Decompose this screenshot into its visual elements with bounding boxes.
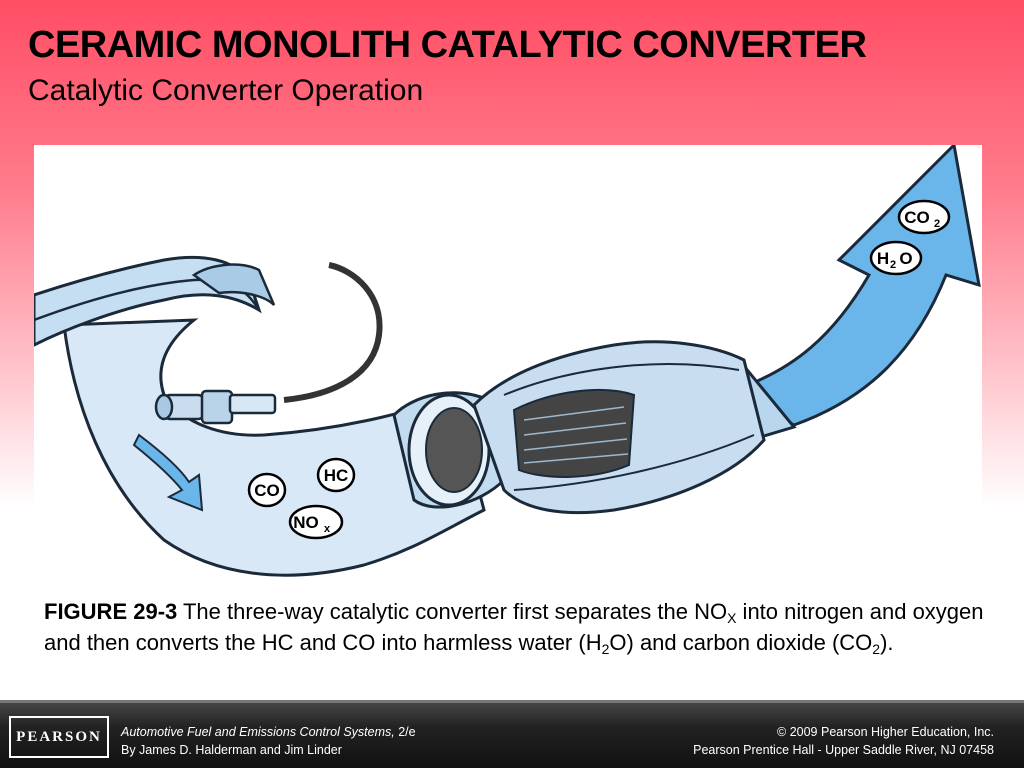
oxygen-sensor-wire	[283, 262, 383, 403]
caption-sub-2a: 2	[601, 641, 610, 657]
caption-text-3: O) and carbon dioxide (CO	[609, 630, 873, 655]
nox-molecule-label: NO x	[288, 504, 344, 540]
figure-caption: FIGURE 29-3 The three-way catalytic conv…	[44, 596, 994, 658]
h2o-molecule-label: H 2 O	[869, 240, 923, 276]
caption-text-2: into nitrogen and oxygen and then conver…	[44, 599, 984, 655]
footer-publisher: Pearson Prentice Hall - Upper Saddle Riv…	[693, 743, 994, 757]
manifold-top-ring	[191, 263, 276, 306]
catalytic-converter-illustration: CO HC NO x CO 2 H 2 O	[34, 145, 982, 585]
monolith-cutaway	[512, 389, 636, 478]
footer-book-info: Automotive Fuel and Emissions Control Sy…	[121, 723, 416, 759]
slide-title: CERAMIC MONOLITH CATALYTIC CONVERTER	[28, 24, 867, 66]
caption-text-1: The three-way catalytic converter first …	[177, 599, 728, 624]
hc-molecule-label: HC	[316, 457, 356, 493]
caption-sub-x: X	[727, 610, 737, 626]
oxygen-sensor	[154, 389, 277, 425]
footer-edition: 2/e	[394, 725, 416, 739]
svg-text:CO: CO	[904, 208, 930, 227]
svg-text:NO: NO	[293, 513, 319, 532]
slide-subtitle: Catalytic Converter Operation	[28, 74, 424, 107]
figure-id: FIGURE 29-3	[44, 599, 178, 624]
converter-shell-ridge-2	[513, 434, 755, 491]
svg-text:2: 2	[890, 259, 896, 271]
svg-text:O: O	[899, 249, 912, 268]
svg-text:CO: CO	[254, 481, 280, 500]
exhaust-flow-arrow	[730, 145, 981, 427]
footer-publisher-info: © 2009 Pearson Higher Education, Inc. Pe…	[693, 723, 994, 759]
svg-text:H: H	[877, 249, 889, 268]
caption-text-4: ).	[880, 630, 894, 655]
inlet-flow-arrow	[132, 433, 204, 512]
footer-book-title: Automotive Fuel and Emissions Control Sy…	[121, 725, 395, 739]
footer-authors: By James D. Halderman and Jim Linder	[121, 743, 342, 757]
co-molecule-label: CO	[247, 472, 287, 508]
footer-copyright: © 2009 Pearson Higher Education, Inc.	[777, 725, 994, 739]
monolith-cutaway-hatch	[523, 406, 629, 464]
svg-text:x: x	[324, 523, 331, 535]
ceramic-monolith-face	[425, 407, 483, 493]
caption-sub-2b: 2	[872, 641, 881, 657]
converter-shell-ridge-1	[503, 363, 740, 396]
footer-bar: PEARSON	[0, 700, 1024, 768]
svg-text:2: 2	[934, 218, 940, 230]
pearson-logo: PEARSON	[9, 716, 109, 758]
co2-molecule-label: CO 2	[897, 199, 951, 235]
svg-text:HC: HC	[324, 466, 349, 485]
